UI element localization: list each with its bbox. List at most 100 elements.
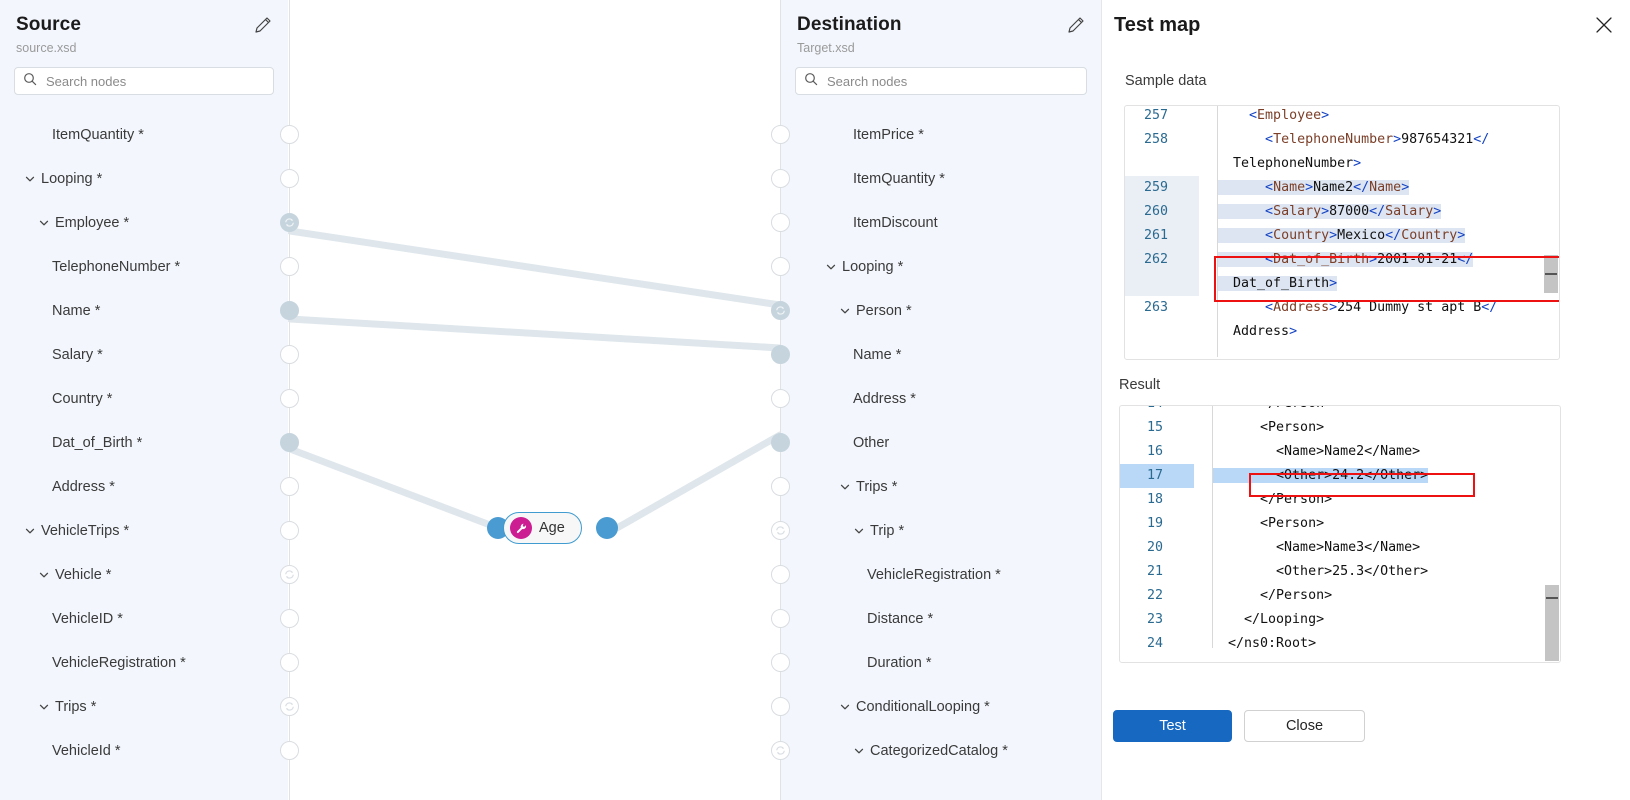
chevron-down-icon[interactable] <box>24 525 38 539</box>
connector-dot[interactable] <box>770 653 790 672</box>
chevron-down-icon[interactable] <box>38 217 52 231</box>
connector-dot-loop[interactable] <box>279 213 299 232</box>
chevron-down-icon[interactable] <box>38 569 52 583</box>
result-scrollbar[interactable] <box>1545 407 1559 661</box>
line-number: 263 <box>1143 300 1168 315</box>
connector-dot[interactable] <box>279 433 299 452</box>
tree-node-row[interactable]: Duration * <box>781 641 1101 685</box>
tree-node-row[interactable]: Dat_of_Birth * <box>0 421 288 465</box>
tree-node-label: Person * <box>856 303 912 319</box>
tree-node-row[interactable]: Trips * <box>781 465 1101 509</box>
connector-dot-loop[interactable] <box>279 697 299 716</box>
chevron-down-icon[interactable] <box>38 701 52 715</box>
source-panel-header: Source source.xsd <box>0 0 288 57</box>
chevron-down-icon[interactable] <box>825 261 839 275</box>
tree-node-row[interactable]: VehicleRegistration * <box>781 553 1101 597</box>
tree-node-row[interactable]: Trips * <box>0 685 288 729</box>
close-icon[interactable] <box>1592 13 1616 37</box>
connector-dot[interactable] <box>770 565 790 584</box>
connector-dot[interactable] <box>770 169 790 188</box>
chevron-down-icon[interactable] <box>853 525 867 539</box>
connector-dot[interactable] <box>279 477 299 496</box>
connector-dot[interactable] <box>279 389 299 408</box>
close-button[interactable]: Close <box>1244 710 1365 742</box>
connector-dot[interactable] <box>770 345 790 364</box>
connector-dot[interactable] <box>279 257 299 276</box>
tree-node-row[interactable]: ItemDiscount <box>781 201 1101 245</box>
tree-node-label: ItemQuantity * <box>853 171 945 187</box>
tree-node-label: Trip * <box>870 523 905 539</box>
sample-data-editor[interactable]: 257 <Employee>258 <TelephoneNumber>98765… <box>1124 105 1560 360</box>
tree-node-row[interactable]: Trip * <box>781 509 1101 553</box>
destination-search-input[interactable] <box>825 72 1078 90</box>
connector-dot[interactable] <box>770 477 790 496</box>
function-node-age[interactable]: Age <box>503 512 582 544</box>
connector-dot[interactable] <box>279 125 299 144</box>
connector-dot-loop[interactable] <box>770 521 790 540</box>
tree-node-row[interactable]: Looping * <box>0 157 288 201</box>
connector-dot[interactable] <box>279 301 299 320</box>
connector-dot[interactable] <box>279 741 299 760</box>
chevron-down-icon[interactable] <box>839 481 853 495</box>
code-line: 257 <Employee> <box>1125 106 1559 128</box>
tree-node-row[interactable]: ItemQuantity * <box>781 157 1101 201</box>
chevron-down-icon[interactable] <box>839 701 853 715</box>
tree-node-row[interactable]: VehicleTrips * <box>0 509 288 553</box>
tree-node-row[interactable]: VehicleId * <box>0 729 288 773</box>
tree-node-row[interactable]: ItemPrice * <box>781 113 1101 157</box>
tree-node-row[interactable]: Other <box>781 421 1101 465</box>
tree-node-row[interactable]: VehicleRegistration * <box>0 641 288 685</box>
tree-node-row[interactable]: Name * <box>0 289 288 333</box>
connection-edges <box>288 227 781 532</box>
tree-node-row[interactable]: ItemQuantity * <box>0 113 288 157</box>
tree-node-row[interactable]: TelephoneNumber * <box>0 245 288 289</box>
connector-dot[interactable] <box>770 125 790 144</box>
connector-dot[interactable] <box>770 257 790 276</box>
test-button[interactable]: Test <box>1113 710 1232 742</box>
connector-dot[interactable] <box>770 433 790 452</box>
source-search-box[interactable] <box>14 67 274 95</box>
connector-dot[interactable] <box>770 697 790 716</box>
connector-dot[interactable] <box>770 213 790 232</box>
tree-node-row[interactable]: Employee * <box>0 201 288 245</box>
tree-node-row[interactable]: Person * <box>781 289 1101 333</box>
tree-node-row[interactable]: Country * <box>0 377 288 421</box>
connector-dot[interactable] <box>279 653 299 672</box>
chevron-down-icon[interactable] <box>24 173 38 187</box>
function-node-output-handle[interactable] <box>596 517 618 539</box>
tree-node-row[interactable]: Distance * <box>781 597 1101 641</box>
tree-node-row[interactable]: Address * <box>0 465 288 509</box>
tree-node-row[interactable]: Salary * <box>0 333 288 377</box>
tree-node-row[interactable]: VehicleID * <box>0 597 288 641</box>
connector-dot[interactable] <box>279 609 299 628</box>
destination-search-box[interactable] <box>795 67 1087 95</box>
connector-dot[interactable] <box>770 389 790 408</box>
tree-node-row[interactable]: ConditionalLooping * <box>781 685 1101 729</box>
tree-node-row[interactable]: Looping * <box>781 245 1101 289</box>
result-editor[interactable]: 14 </Person>15 <Person>16 <Name>Name2</N… <box>1119 405 1561 663</box>
pencil-icon[interactable] <box>252 14 274 36</box>
connector-dot-loop[interactable] <box>279 565 299 584</box>
tree-node-label: Name * <box>52 303 101 319</box>
tree-node-label: Address * <box>853 391 916 407</box>
connector-dot[interactable] <box>279 169 299 188</box>
tree-node-row[interactable]: CategorizedCatalog * <box>781 729 1101 773</box>
connector-dot-loop[interactable] <box>770 301 790 320</box>
source-tree: ItemQuantity *Looping *Employee *Telepho… <box>0 113 288 773</box>
sample-data-scrollbar[interactable] <box>1544 107 1558 358</box>
line-number: 14 <box>1120 406 1172 416</box>
mapping-canvas[interactable]: Age <box>288 0 781 800</box>
source-filename: source.xsd <box>16 41 77 55</box>
chevron-down-icon[interactable] <box>853 745 867 759</box>
tree-node-row[interactable]: Name * <box>781 333 1101 377</box>
connector-dot[interactable] <box>279 345 299 364</box>
tree-node-row[interactable]: Address * <box>781 377 1101 421</box>
connector-dot[interactable] <box>279 521 299 540</box>
connector-dot-loop[interactable] <box>770 741 790 760</box>
connector-dot[interactable] <box>770 609 790 628</box>
tree-node-row[interactable]: Vehicle * <box>0 553 288 597</box>
source-search-input[interactable] <box>44 72 265 90</box>
chevron-down-icon[interactable] <box>839 305 853 319</box>
pencil-icon[interactable] <box>1065 14 1087 36</box>
line-number: 22 <box>1146 588 1163 603</box>
